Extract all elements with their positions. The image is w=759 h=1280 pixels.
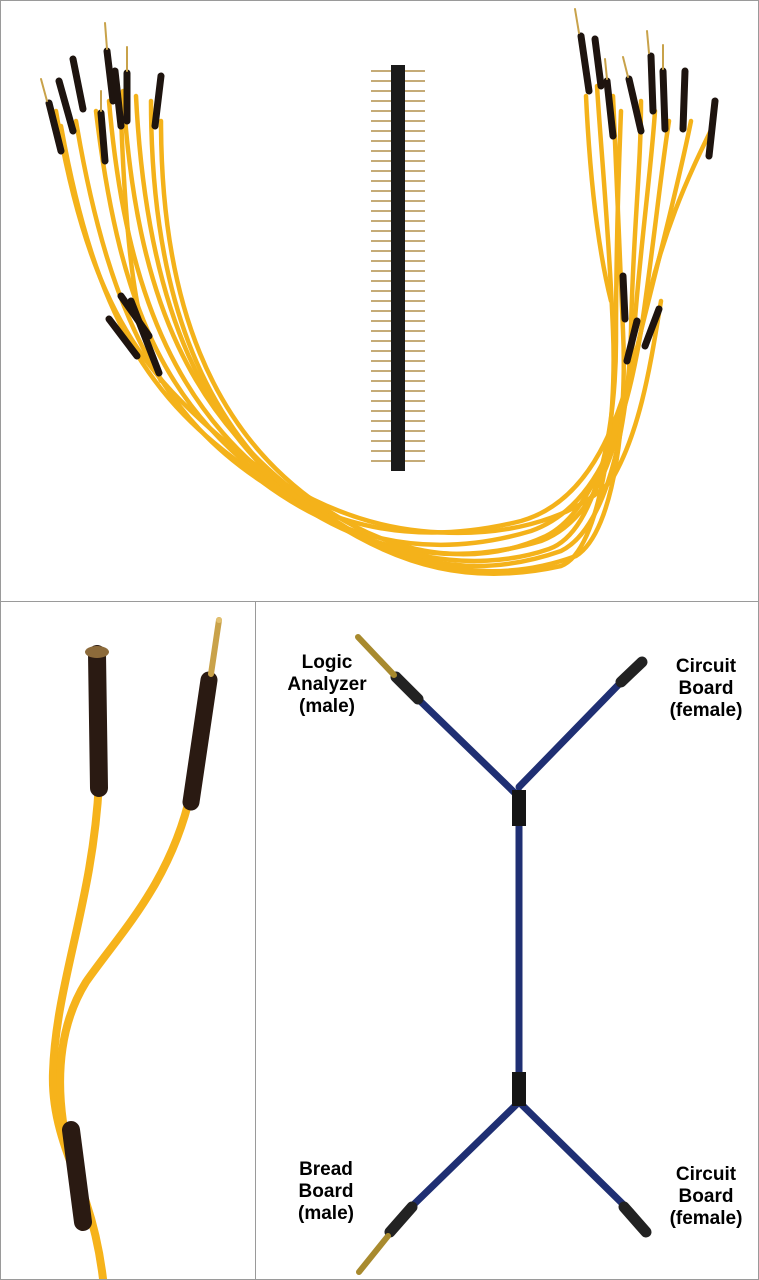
sleeve-top-cap: [85, 646, 109, 658]
connector-sleeves: [45, 32, 719, 377]
yellow-wires: [48, 778, 195, 1279]
end-connectors: [384, 656, 652, 1238]
connector-sleeves-closeup: [62, 645, 218, 1231]
label-bread-board-male: Bread Board (male): [298, 1159, 354, 1224]
gold-pin-closeup: [208, 617, 222, 677]
yellow-wire-bundle: [53, 83, 716, 576]
wire-closeup-illustration: [48, 617, 222, 1279]
bottom-junction-sleeve: [512, 1072, 526, 1106]
label-logic-analyzer-male: Logic Analyzer (male): [287, 652, 367, 717]
label-circuit-board-female-top: Circuit Board (female): [669, 656, 743, 721]
wire-closeup-photo: [1, 602, 256, 1279]
blue-cable: [402, 673, 635, 1216]
y-cable-diagram: Logic Analyzer (male) Circuit Board (fem…: [256, 602, 758, 1279]
y-cable-illustration: [355, 634, 652, 1275]
pin-header-strip: [371, 65, 425, 471]
label-circuit-board-female-bottom: Circuit Board (female): [669, 1164, 743, 1229]
pin-tip: [216, 617, 222, 623]
top-junction-sleeve: [512, 790, 526, 826]
jumper-wires-photo: [1, 1, 758, 602]
male-pins: [355, 634, 397, 1275]
gold-pins: [40, 8, 664, 112]
jumper-wires-illustration: [40, 8, 719, 576]
